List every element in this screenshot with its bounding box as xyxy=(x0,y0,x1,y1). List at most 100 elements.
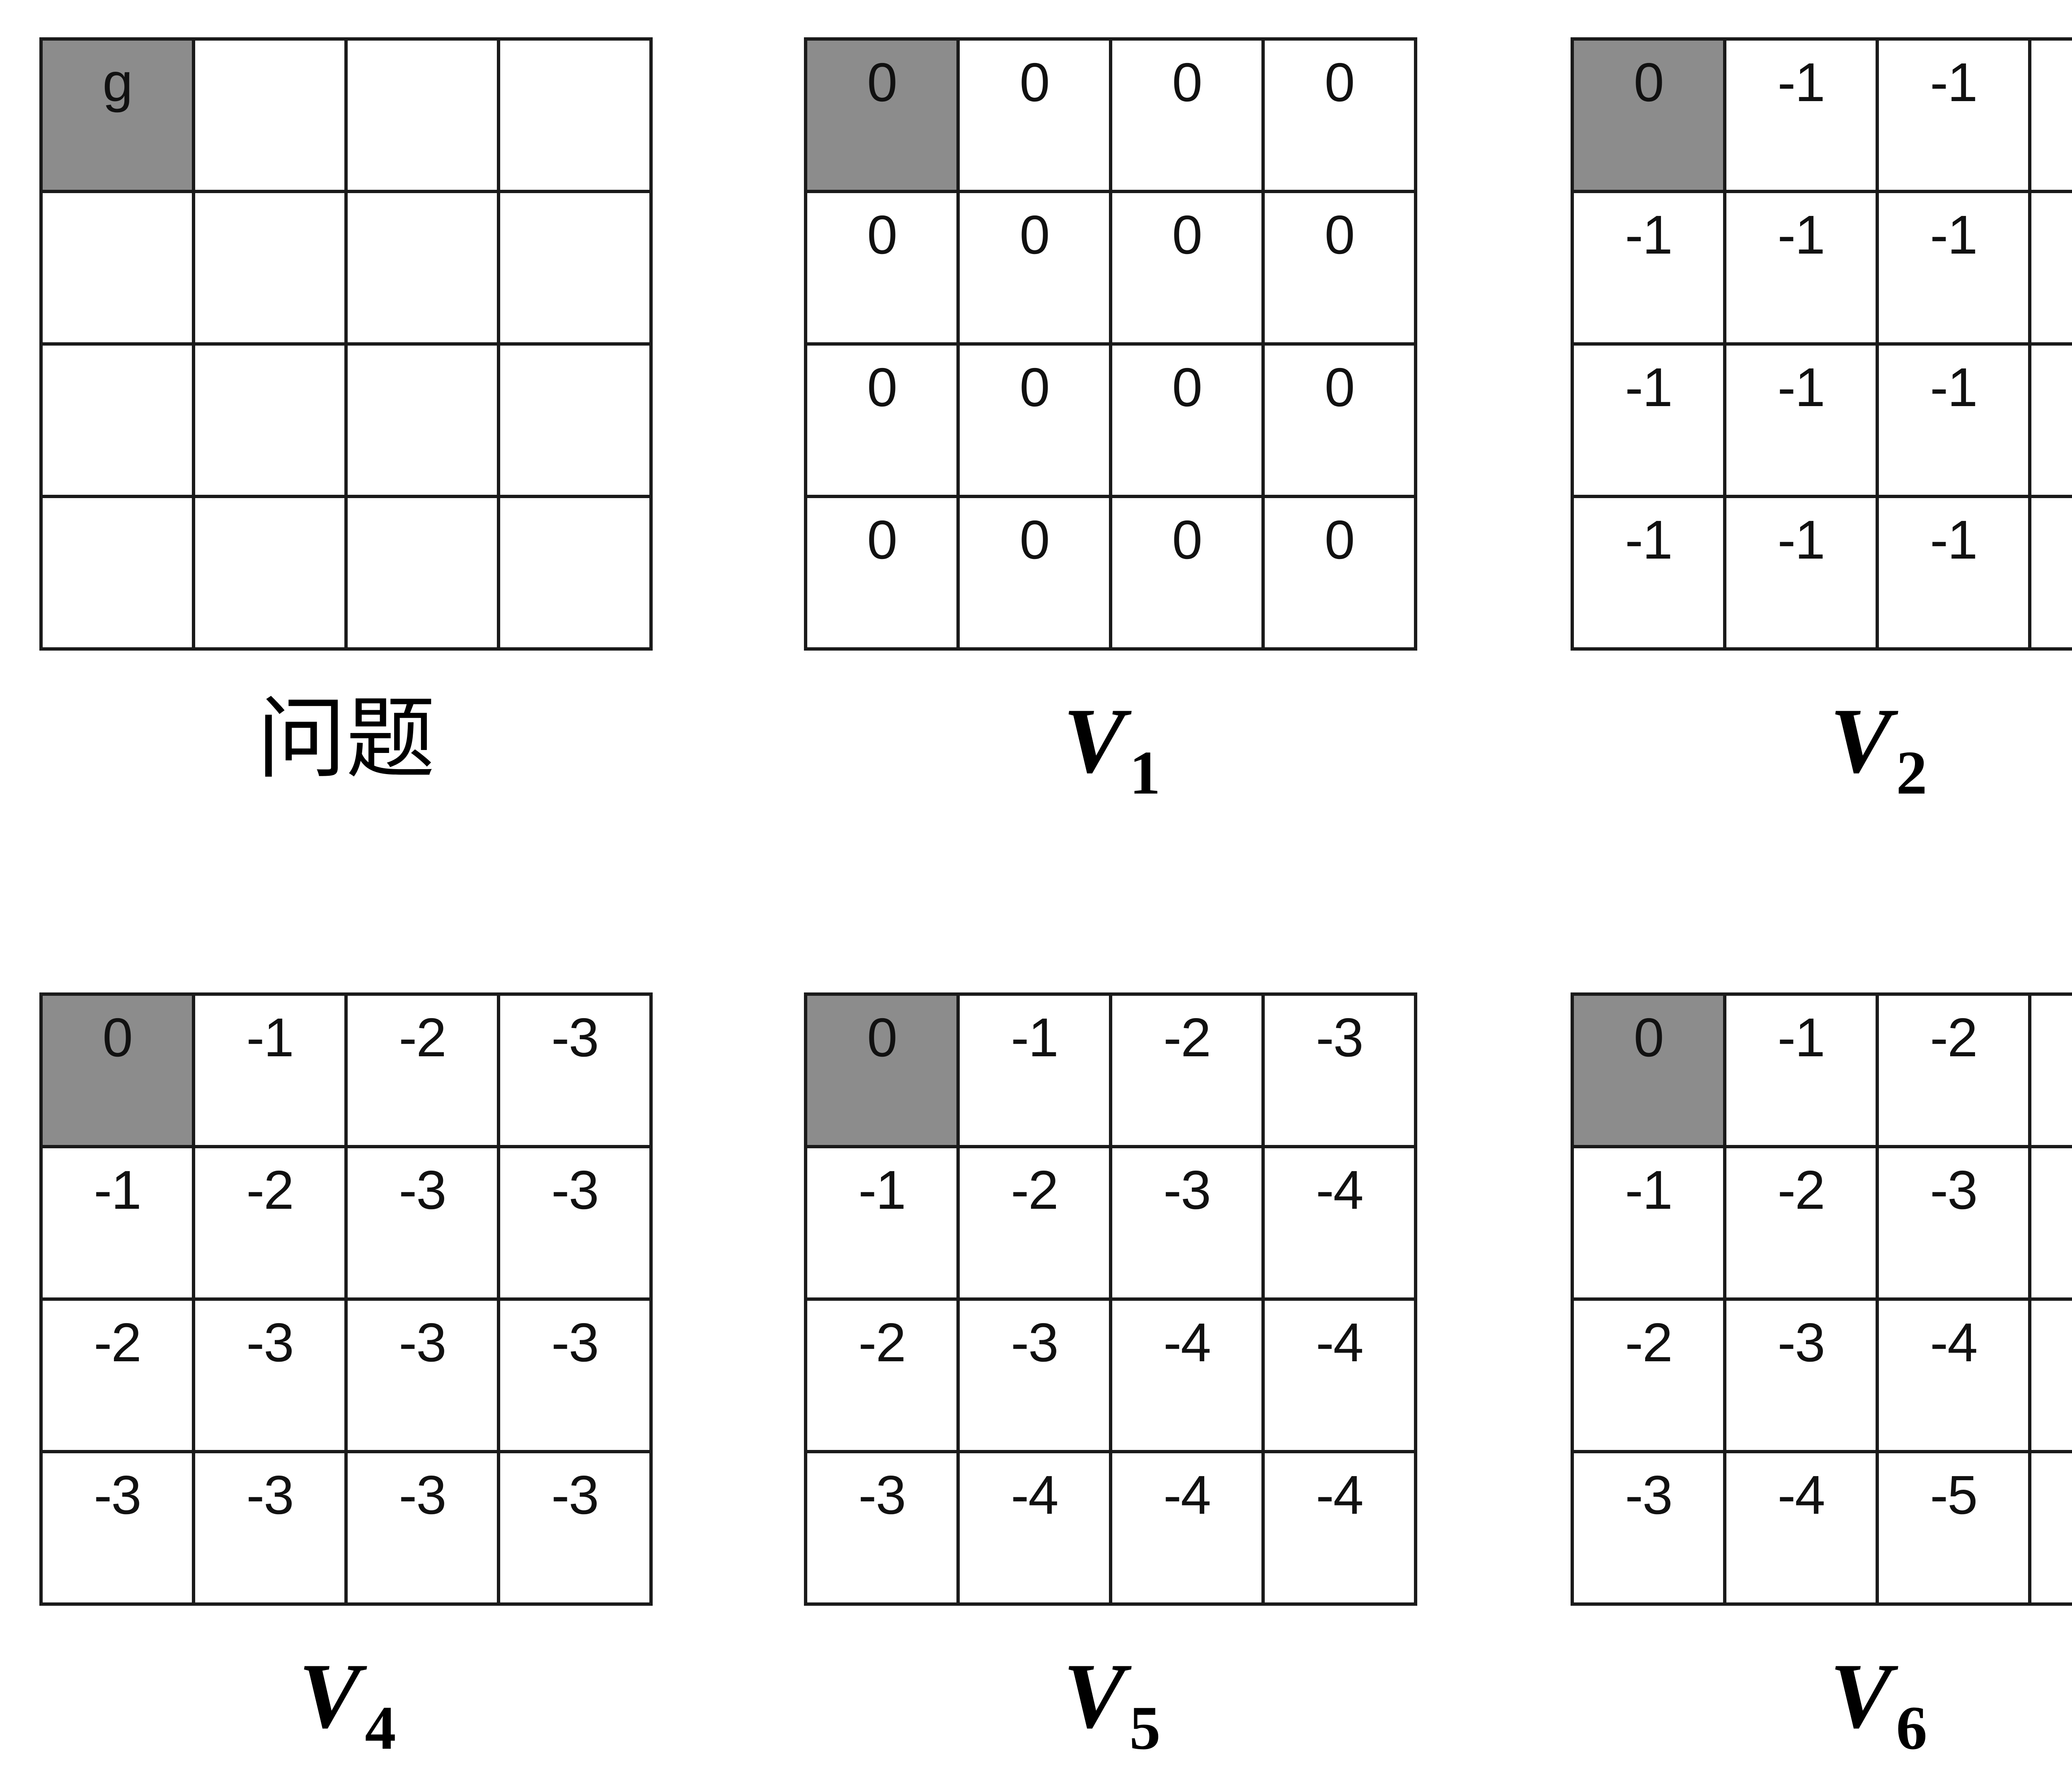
grid-cell[interactable]: -3 xyxy=(1879,1148,2028,1297)
grid-cell[interactable]: -3 xyxy=(43,1453,192,1602)
grid-cell[interactable] xyxy=(348,346,497,495)
grid-cell[interactable]: -1 xyxy=(1726,346,1876,495)
grid-cell[interactable]: -3 xyxy=(195,1301,344,1450)
grid-cell[interactable]: -1 xyxy=(1879,346,2028,495)
grid-cell[interactable]: -2 xyxy=(1879,996,2028,1145)
grid-cell[interactable]: -4 xyxy=(960,1453,1109,1602)
grid-cell[interactable]: 0 xyxy=(960,498,1109,647)
grid-cell[interactable]: -1 xyxy=(1574,1148,1723,1297)
grid-cell[interactable]: -4 xyxy=(1112,1453,1261,1602)
grid-cell[interactable]: -4 xyxy=(1726,1453,1876,1602)
grid-cell[interactable]: 0 xyxy=(1265,498,1414,647)
grid-cell[interactable]: 0 xyxy=(807,498,956,647)
grid-cell[interactable]: -3 xyxy=(1265,996,1414,1145)
cell-value: -1 xyxy=(94,1159,141,1220)
grid-cell[interactable]: -3 xyxy=(348,1453,497,1602)
grid-cell[interactable]: -1 xyxy=(807,1148,956,1297)
grid-cell[interactable] xyxy=(348,41,497,190)
grid-cell[interactable]: -1 xyxy=(43,1148,192,1297)
grid-cell[interactable]: 0 xyxy=(43,996,192,1145)
grid-cell[interactable]: -3 xyxy=(500,1148,649,1297)
grid-cell[interactable]: -3 xyxy=(500,1301,649,1450)
grid-cell[interactable]: -3 xyxy=(2031,996,2072,1145)
grid-cell[interactable]: -1 xyxy=(1879,193,2028,342)
grid-cell[interactable]: -4 xyxy=(1879,1301,2028,1450)
grid-cell[interactable]: 0 xyxy=(960,346,1109,495)
grid-cell[interactable]: -1 xyxy=(1574,498,1723,647)
grid-cell[interactable]: 0 xyxy=(1265,346,1414,495)
grid-cell[interactable]: 0 xyxy=(1265,193,1414,342)
grid-cell[interactable]: 0 xyxy=(960,41,1109,190)
grid-cell[interactable] xyxy=(500,498,649,647)
grid-cell[interactable]: 0 xyxy=(1112,346,1261,495)
grid-cell[interactable]: -5 xyxy=(2031,1453,2072,1602)
grid-cell[interactable]: -1 xyxy=(1726,498,1876,647)
grid-cell[interactable] xyxy=(348,498,497,647)
grid-cell[interactable]: -2 xyxy=(807,1301,956,1450)
caption-subscript: 6 xyxy=(1896,1694,1927,1762)
grid-cell[interactable] xyxy=(500,41,649,190)
grid-cell[interactable]: 0 xyxy=(960,193,1109,342)
grid-cell[interactable] xyxy=(195,346,344,495)
grid-cell[interactable]: 0 xyxy=(1112,41,1261,190)
grid-cell[interactable]: -1 xyxy=(2031,346,2072,495)
grid-cell[interactable]: -1 xyxy=(2031,193,2072,342)
grid-cell[interactable]: -2 xyxy=(1574,1301,1723,1450)
grid-cell[interactable] xyxy=(348,193,497,342)
grid-cell[interactable]: -1 xyxy=(1879,41,2028,190)
grid-cell[interactable]: -4 xyxy=(1265,1453,1414,1602)
grid-cell[interactable] xyxy=(43,346,192,495)
grid-cell[interactable]: -1 xyxy=(1574,193,1723,342)
grid-cell[interactable]: -3 xyxy=(807,1453,956,1602)
grid-cell[interactable]: -5 xyxy=(1879,1453,2028,1602)
grid-cell[interactable]: -3 xyxy=(348,1148,497,1297)
grid-cell[interactable]: g xyxy=(43,41,192,190)
grid-cell[interactable]: -2 xyxy=(43,1301,192,1450)
grid-cell[interactable]: -3 xyxy=(195,1453,344,1602)
grid-cell[interactable]: -1 xyxy=(1726,996,1876,1145)
grid-cell[interactable]: -3 xyxy=(1574,1453,1723,1602)
cell-value: 0 xyxy=(1324,51,1355,113)
grid-cell[interactable]: -3 xyxy=(1112,1148,1261,1297)
grid-cell[interactable]: 0 xyxy=(1265,41,1414,190)
grid-cell[interactable]: 0 xyxy=(807,41,956,190)
grid-cell[interactable]: 0 xyxy=(1574,996,1723,1145)
grid-cell[interactable]: 0 xyxy=(807,346,956,495)
grid-cell[interactable] xyxy=(195,193,344,342)
grid-cell[interactable]: 0 xyxy=(1574,41,1723,190)
grid-cell[interactable] xyxy=(195,41,344,190)
grid-cell[interactable]: -1 xyxy=(2031,498,2072,647)
grid-cell[interactable]: 0 xyxy=(1112,498,1261,647)
grid-cell[interactable]: -2 xyxy=(1726,1148,1876,1297)
grid-cell[interactable]: -1 xyxy=(195,996,344,1145)
grid-cell[interactable]: -4 xyxy=(2031,1148,2072,1297)
grid-cell[interactable]: -1 xyxy=(960,996,1109,1145)
grid-cell[interactable]: -2 xyxy=(1112,996,1261,1145)
grid-cell[interactable] xyxy=(43,193,192,342)
grid-cell[interactable]: -1 xyxy=(1879,498,2028,647)
grid-cell[interactable]: -3 xyxy=(500,1453,649,1602)
grid-cell[interactable]: -4 xyxy=(1265,1301,1414,1450)
grid-cell[interactable]: -3 xyxy=(348,1301,497,1450)
grid-cell[interactable] xyxy=(500,193,649,342)
grid-cell[interactable]: -3 xyxy=(500,996,649,1145)
grid-cell[interactable]: 0 xyxy=(1112,193,1261,342)
grid-cell[interactable]: -1 xyxy=(1726,193,1876,342)
grid-cell[interactable]: -1 xyxy=(2031,41,2072,190)
grid-cell[interactable]: -2 xyxy=(348,996,497,1145)
grid-cell[interactable]: -1 xyxy=(1726,41,1876,190)
grid-cell[interactable] xyxy=(500,346,649,495)
grid-cell[interactable]: -2 xyxy=(960,1148,1109,1297)
grid-cell[interactable]: -3 xyxy=(960,1301,1109,1450)
grid-cell[interactable]: -4 xyxy=(1265,1148,1414,1297)
grid-cell[interactable]: -3 xyxy=(1726,1301,1876,1450)
grid-cell[interactable]: -5 xyxy=(2031,1301,2072,1450)
grid-cell[interactable]: -1 xyxy=(1574,346,1723,495)
grid-cell[interactable]: 0 xyxy=(807,996,956,1145)
grid-cell[interactable]: 0 xyxy=(807,193,956,342)
grid-cell[interactable] xyxy=(43,498,192,647)
grid-cell[interactable]: -2 xyxy=(195,1148,344,1297)
cell-value: -1 xyxy=(1777,204,1825,265)
grid-cell[interactable]: -4 xyxy=(1112,1301,1261,1450)
grid-cell[interactable] xyxy=(195,498,344,647)
